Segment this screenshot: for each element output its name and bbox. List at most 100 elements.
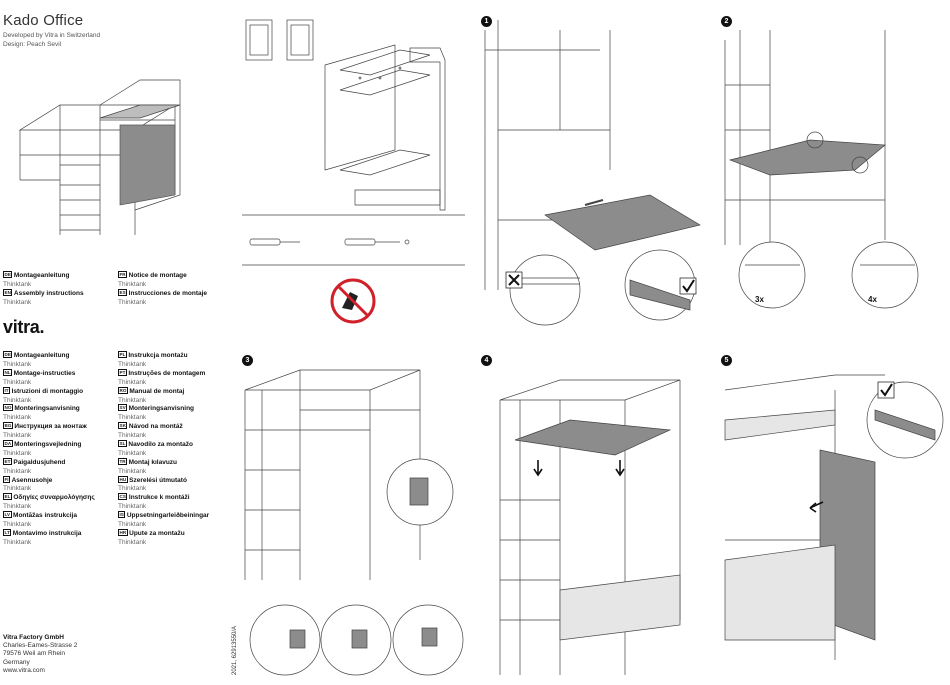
product-name: Thinktank <box>3 414 32 422</box>
language-label: Monteringsanvisning <box>14 405 80 413</box>
language-label: Manual de montaj <box>129 387 185 395</box>
language-code: NL <box>3 368 13 376</box>
language-code: RO <box>118 386 128 394</box>
language-label: Οδηγίες συναρμολόγησης <box>13 494 95 502</box>
language-label: Instruções de montagem <box>128 369 206 377</box>
street: Charles-Eames-Strasse 2 <box>3 642 78 650</box>
language-label: Navodilo za montažo <box>128 440 194 448</box>
step-badge-1: 1 <box>481 16 492 27</box>
no-powertool-sign-icon <box>330 278 376 324</box>
language-label: Montageanleitung <box>13 352 70 359</box>
product-title: Kado Office <box>3 12 84 29</box>
step-4-illustration <box>499 379 681 675</box>
product-name: Thinktank <box>118 396 147 404</box>
product-name: Thinktank <box>3 378 32 386</box>
language-code: PL <box>118 351 127 358</box>
language-label: Инструкция за монтаж <box>14 423 87 431</box>
screwdriver-icon <box>249 238 410 246</box>
product-name: Thinktank <box>3 467 32 475</box>
language-label: Szerelési útmutató <box>129 476 187 484</box>
vitra-logo: vitra. <box>3 317 45 337</box>
language-code: LT <box>3 528 12 536</box>
product-name: Thinktank <box>3 485 32 493</box>
product-name: Thinktank <box>118 432 147 440</box>
product-name: Thinktank <box>3 521 32 529</box>
city: 79576 Weil am Rhein <box>3 650 66 658</box>
product-name: Thinktank <box>3 396 32 404</box>
step-3-illustration <box>244 369 464 676</box>
language-code: SK <box>118 422 128 430</box>
product-name: Thinktank <box>118 485 147 493</box>
language-label: Návod na montáž <box>128 423 183 431</box>
step-badge-5: 5 <box>721 355 732 366</box>
language-code: ET <box>3 457 12 465</box>
language-code: HR <box>118 528 128 536</box>
parts-panels <box>245 19 314 61</box>
language-code: FI <box>3 475 11 483</box>
website: www.vitra.com <box>3 666 45 674</box>
product-name: Thinktank <box>3 538 32 546</box>
language-label: Paigaldusjuhend <box>13 458 66 466</box>
step-badge-4: 4 <box>481 355 492 366</box>
language-code: EL <box>3 493 12 501</box>
product-name: Thinktank <box>118 449 147 457</box>
language-code: SV <box>118 404 128 412</box>
language-label: Istruzioni di montaggio <box>11 387 84 395</box>
step-badge-3: 3 <box>242 355 253 366</box>
language-code: PT <box>118 368 127 376</box>
step-5-illustration <box>724 374 944 660</box>
language-label: Instrukcja montażu <box>128 352 188 359</box>
designer-credit: Design: Peach Sevil <box>3 41 62 48</box>
language-label: Upute za montažu <box>129 529 185 537</box>
step-1-illustration <box>484 20 701 326</box>
language-label: Instrukce k montáži <box>128 494 190 502</box>
language-label: Montaj kılavuzu <box>128 458 178 466</box>
language-code: IS <box>118 511 126 519</box>
exploded-view <box>324 44 446 211</box>
step-badge-2: 2 <box>721 16 732 27</box>
product-name: Thinktank <box>118 360 147 368</box>
product-name: Thinktank <box>118 503 147 511</box>
product-name: Thinktank <box>3 360 32 368</box>
product-name: Thinktank <box>3 432 32 440</box>
language-code: BG <box>3 422 13 430</box>
screw-quantity-right: 4x <box>868 295 877 304</box>
product-name: Thinktank <box>3 503 32 511</box>
language-label: Montavimo instrukcija <box>12 529 82 537</box>
language-code: DE <box>3 351 13 358</box>
step-2-illustration <box>724 30 919 309</box>
country: Germany <box>3 658 30 666</box>
product-name: Thinktank <box>118 378 147 386</box>
language-label: Monteringsanvisning <box>128 405 195 413</box>
company-name: Vitra Factory GmbH <box>3 634 64 641</box>
language-label: Monteringsvejledning <box>14 440 82 448</box>
language-code: HU <box>118 475 128 483</box>
